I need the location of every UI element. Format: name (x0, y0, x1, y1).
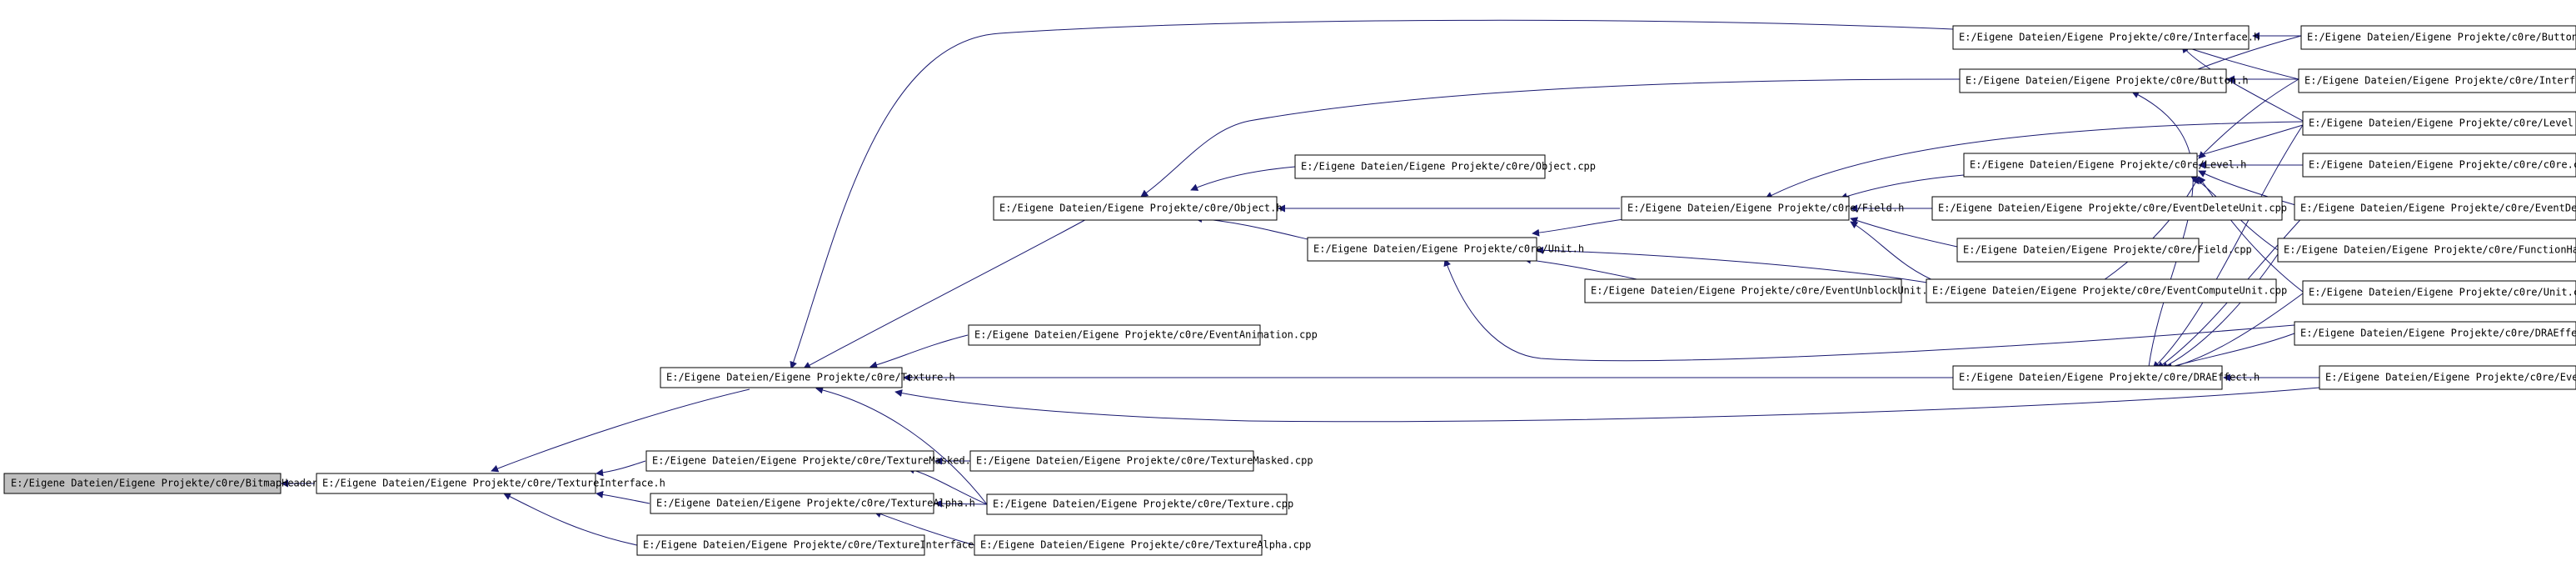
node-label: E:/Eigene Dateien/Eigene Projekte/c0re/L… (1970, 159, 2246, 171)
node-interface-h[interactable]: E:/Eigene Dateien/Eigene Projekte/c0re/I… (1952, 25, 2260, 50)
edge-eventanimation-to-texture-h (869, 334, 969, 369)
node-label: E:/Eigene Dateien/Eigene Projekte/c0re/F… (1963, 244, 2252, 256)
node-label: E:/Eigene Dateien/Eigene Projekte/c0re/U… (1313, 243, 1584, 255)
node-label: E:/Eigene Dateien/Eigene Projekte/c0re/F… (2284, 244, 2576, 256)
edge-object-cpp-to-object-h (1190, 166, 1296, 191)
node-textureinterface-h[interactable]: E:/Eigene Dateien/Eigene Projekte/c0re/T… (316, 473, 665, 494)
edge-eventdeleteeffect2-to-texture-h (894, 387, 2320, 423)
edge-eventcomputeunit-to-field-h (1850, 221, 1941, 284)
edge-interface-cpp-to-level-h (2198, 78, 2299, 159)
edge-functionhandler-to-draeffect-h (2160, 253, 2279, 369)
node-button-cpp[interactable]: E:/Eigene Dateien/Eigene Projekte/c0re/B… (2300, 25, 2576, 50)
node-label: E:/Eigene Dateien/Eigene Projekte/c0re/T… (322, 478, 665, 489)
node-draeffect-cpp[interactable]: E:/Eigene Dateien/Eigene Projekte/c0re/D… (2294, 321, 2576, 346)
edge-draeffect-cpp-to-unit-h (1443, 258, 2295, 362)
node-label: E:/Eigene Dateien/Eigene Projekte/c0re/E… (2325, 372, 2576, 383)
node-unit-cpp[interactable]: E:/Eigene Dateien/Eigene Projekte/c0re/U… (2302, 280, 2576, 305)
node-label: E:/Eigene Dateien/Eigene Projekte/c0re/c… (2309, 159, 2576, 171)
node-eventdeleteeffect2-cpp[interactable]: E:/Eigene Dateien/Eigene Projekte/c0re/E… (2319, 365, 2576, 390)
node-eventdeleteeffect-cpp[interactable]: E:/Eigene Dateien/Eigene Projekte/c0re/E… (2294, 196, 2576, 221)
edge-texturealpha-h-to-textureinterface-h (595, 490, 650, 504)
node-label: E:/Eigene Dateien/Eigene Projekte/c0re/O… (999, 203, 1283, 214)
node-label: E:/Eigene Dateien/Eigene Projekte/c0re/O… (1301, 161, 1596, 173)
edge-level-h-to-field-h (1840, 174, 1965, 200)
node-texturemasked-h[interactable]: E:/Eigene Dateien/Eigene Projekte/c0re/T… (645, 450, 977, 472)
node-texturemasked-cpp[interactable]: E:/Eigene Dateien/Eigene Projekte/c0re/T… (969, 450, 1313, 472)
node-label: E:/Eigene Dateien/Eigene Projekte/c0re/B… (2307, 32, 2576, 43)
node-textureinterface-cpp[interactable]: E:/Eigene Dateien/Eigene Projekte/c0re/T… (636, 534, 998, 556)
edge-unit-h-to-object-h (1194, 215, 1308, 240)
edge-level-cpp-to-field-h (1765, 121, 2304, 199)
node-label: E:/Eigene Dateien/Eigene Projekte/c0re/T… (976, 455, 1313, 467)
node-level-h[interactable]: E:/Eigene Dateien/Eigene Projekte/c0re/L… (1963, 153, 2246, 178)
node-texture-h[interactable]: E:/Eigene Dateien/Eigene Projekte/c0re/T… (660, 367, 955, 388)
node-c0re-cpp[interactable]: E:/Eigene Dateien/Eigene Projekte/c0re/c… (2302, 153, 2576, 178)
dependency-nodes: E:/Eigene Dateien/Eigene Projekte/c0re/B… (3, 25, 2576, 556)
node-button-h[interactable]: E:/Eigene Dateien/Eigene Projekte/c0re/B… (1959, 68, 2249, 93)
node-texturealpha-cpp[interactable]: E:/Eigene Dateien/Eigene Projekte/c0re/T… (974, 534, 1311, 556)
node-eventcomputeunit-cpp[interactable]: E:/Eigene Dateien/Eigene Projekte/c0re/E… (1926, 278, 2287, 303)
node-label: E:/Eigene Dateien/Eigene Projekte/c0re/E… (1938, 203, 2287, 214)
edge-draeffect-h-to-button-h (2131, 91, 2194, 368)
node-field-h[interactable]: E:/Eigene Dateien/Eigene Projekte/c0re/F… (1621, 196, 1904, 221)
node-label: E:/Eigene Dateien/Eigene Projekte/c0re/E… (974, 329, 1318, 341)
node-functionhandler-cpp[interactable]: E:/Eigene Dateien/Eigene Projekte/c0re/F… (2277, 238, 2576, 263)
node-label: E:/Eigene Dateien/Eigene Projekte/c0re/I… (2304, 75, 2576, 87)
edge-eventcomputeunit-to-unit-h (1536, 246, 1933, 284)
node-draeffect-h[interactable]: E:/Eigene Dateien/Eigene Projekte/c0re/D… (1952, 365, 2260, 390)
node-label: E:/Eigene Dateien/Eigene Projekte/c0re/U… (2309, 287, 2576, 298)
node-label: E:/Eigene Dateien/Eigene Projekte/c0re/E… (2300, 203, 2576, 214)
node-object-cpp[interactable]: E:/Eigene Dateien/Eigene Projekte/c0re/O… (1294, 154, 1596, 179)
edge-field-h-to-unit-h (1532, 218, 1625, 237)
edge-draeffect-cpp-to-draeffect-h (2165, 333, 2295, 370)
node-label: E:/Eigene Dateien/Eigene Projekte/c0re/B… (1966, 75, 2249, 87)
node-label: E:/Eigene Dateien/Eigene Projekte/c0re/T… (643, 539, 998, 551)
node-field-cpp[interactable]: E:/Eigene Dateien/Eigene Projekte/c0re/F… (1956, 238, 2252, 263)
node-label: E:/Eigene Dateien/Eigene Projekte/c0re/T… (980, 539, 1311, 551)
node-unit-h[interactable]: E:/Eigene Dateien/Eigene Projekte/c0re/U… (1307, 237, 1584, 262)
node-label: E:/Eigene Dateien/Eigene Projekte/c0re/L… (2309, 118, 2576, 129)
node-label: E:/Eigene Dateien/Eigene Projekte/c0re/T… (666, 372, 955, 383)
edge-unit-cpp-to-draeffect-h (2165, 293, 2304, 372)
node-label: E:/Eigene Dateien/Eigene Projekte/c0re/D… (1959, 372, 2260, 383)
node-eventanimation-cpp[interactable]: E:/Eigene Dateien/Eigene Projekte/c0re/E… (968, 324, 1318, 346)
node-label: E:/Eigene Dateien/Eigene Projekte/c0re/T… (656, 498, 975, 509)
node-label: E:/Eigene Dateien/Eigene Projekte/c0re/F… (1627, 203, 1904, 214)
node-eventunblockunit-cpp[interactable]: E:/Eigene Dateien/Eigene Projekte/c0re/E… (1584, 278, 1946, 303)
node-label: E:/Eigene Dateien/Eigene Projekte/c0re/E… (1591, 285, 1946, 297)
node-label: E:/Eigene Dateien/Eigene Projekte/c0re/D… (2300, 328, 2576, 339)
edge-texture-cpp-to-texturealpha-h (934, 499, 988, 508)
node-label: E:/Eigene Dateien/Eigene Projekte/c0re/T… (993, 498, 1293, 510)
edge-eventdeleteunit-to-level-h (2198, 170, 2308, 209)
node-level-cpp[interactable]: E:/Eigene Dateien/Eigene Projekte/c0re/L… (2302, 111, 2576, 136)
node-eventdeleteunit-cpp[interactable]: E:/Eigene Dateien/Eigene Projekte/c0re/E… (1931, 196, 2287, 221)
node-label: E:/Eigene Dateien/Eigene Projekte/c0re/T… (652, 455, 977, 467)
node-texturealpha-h[interactable]: E:/Eigene Dateien/Eigene Projekte/c0re/T… (650, 493, 975, 514)
edge-object-h-to-texture-h (803, 216, 1092, 369)
edge-texturemasked-h-to-textureinterface-h (595, 460, 646, 477)
node-label: E:/Eigene Dateien/Eigene Projekte/c0re/B… (11, 478, 330, 489)
edge-eventcomputeunit-to-level-h (2098, 176, 2200, 284)
edge-texturealpha-cpp-to-texturealpha-h (874, 510, 975, 546)
node-bitmapheader-h[interactable]: E:/Eigene Dateien/Eigene Projekte/c0re/B… (3, 473, 330, 494)
node-label: E:/Eigene Dateien/Eigene Projekte/c0re/I… (1959, 32, 2260, 43)
edge-textureinterface-cpp-to-textureinterface-h (503, 493, 638, 546)
node-label: E:/Eigene Dateien/Eigene Projekte/c0re/E… (1932, 285, 2287, 297)
node-object-h[interactable]: E:/Eigene Dateien/Eigene Projekte/c0re/O… (993, 196, 1283, 221)
edge-button-h-to-object-h (1140, 78, 1961, 198)
edge-level-cpp-to-draeffect-h (2152, 124, 2304, 369)
node-interface-cpp[interactable]: E:/Eigene Dateien/Eigene Projekte/c0re/I… (2298, 68, 2576, 93)
edge-texture-h-to-textureinterface-h (491, 388, 750, 473)
edge-field-cpp-to-field-h (1850, 217, 1958, 248)
edge-texture-cpp-to-texture-h (815, 386, 988, 505)
edge-interface-h-to-texture-h (790, 19, 1954, 369)
edge-unit-cpp-to-level-h (2198, 176, 2304, 293)
node-texture-cpp[interactable]: E:/Eigene Dateien/Eigene Projekte/c0re/T… (986, 493, 1293, 515)
